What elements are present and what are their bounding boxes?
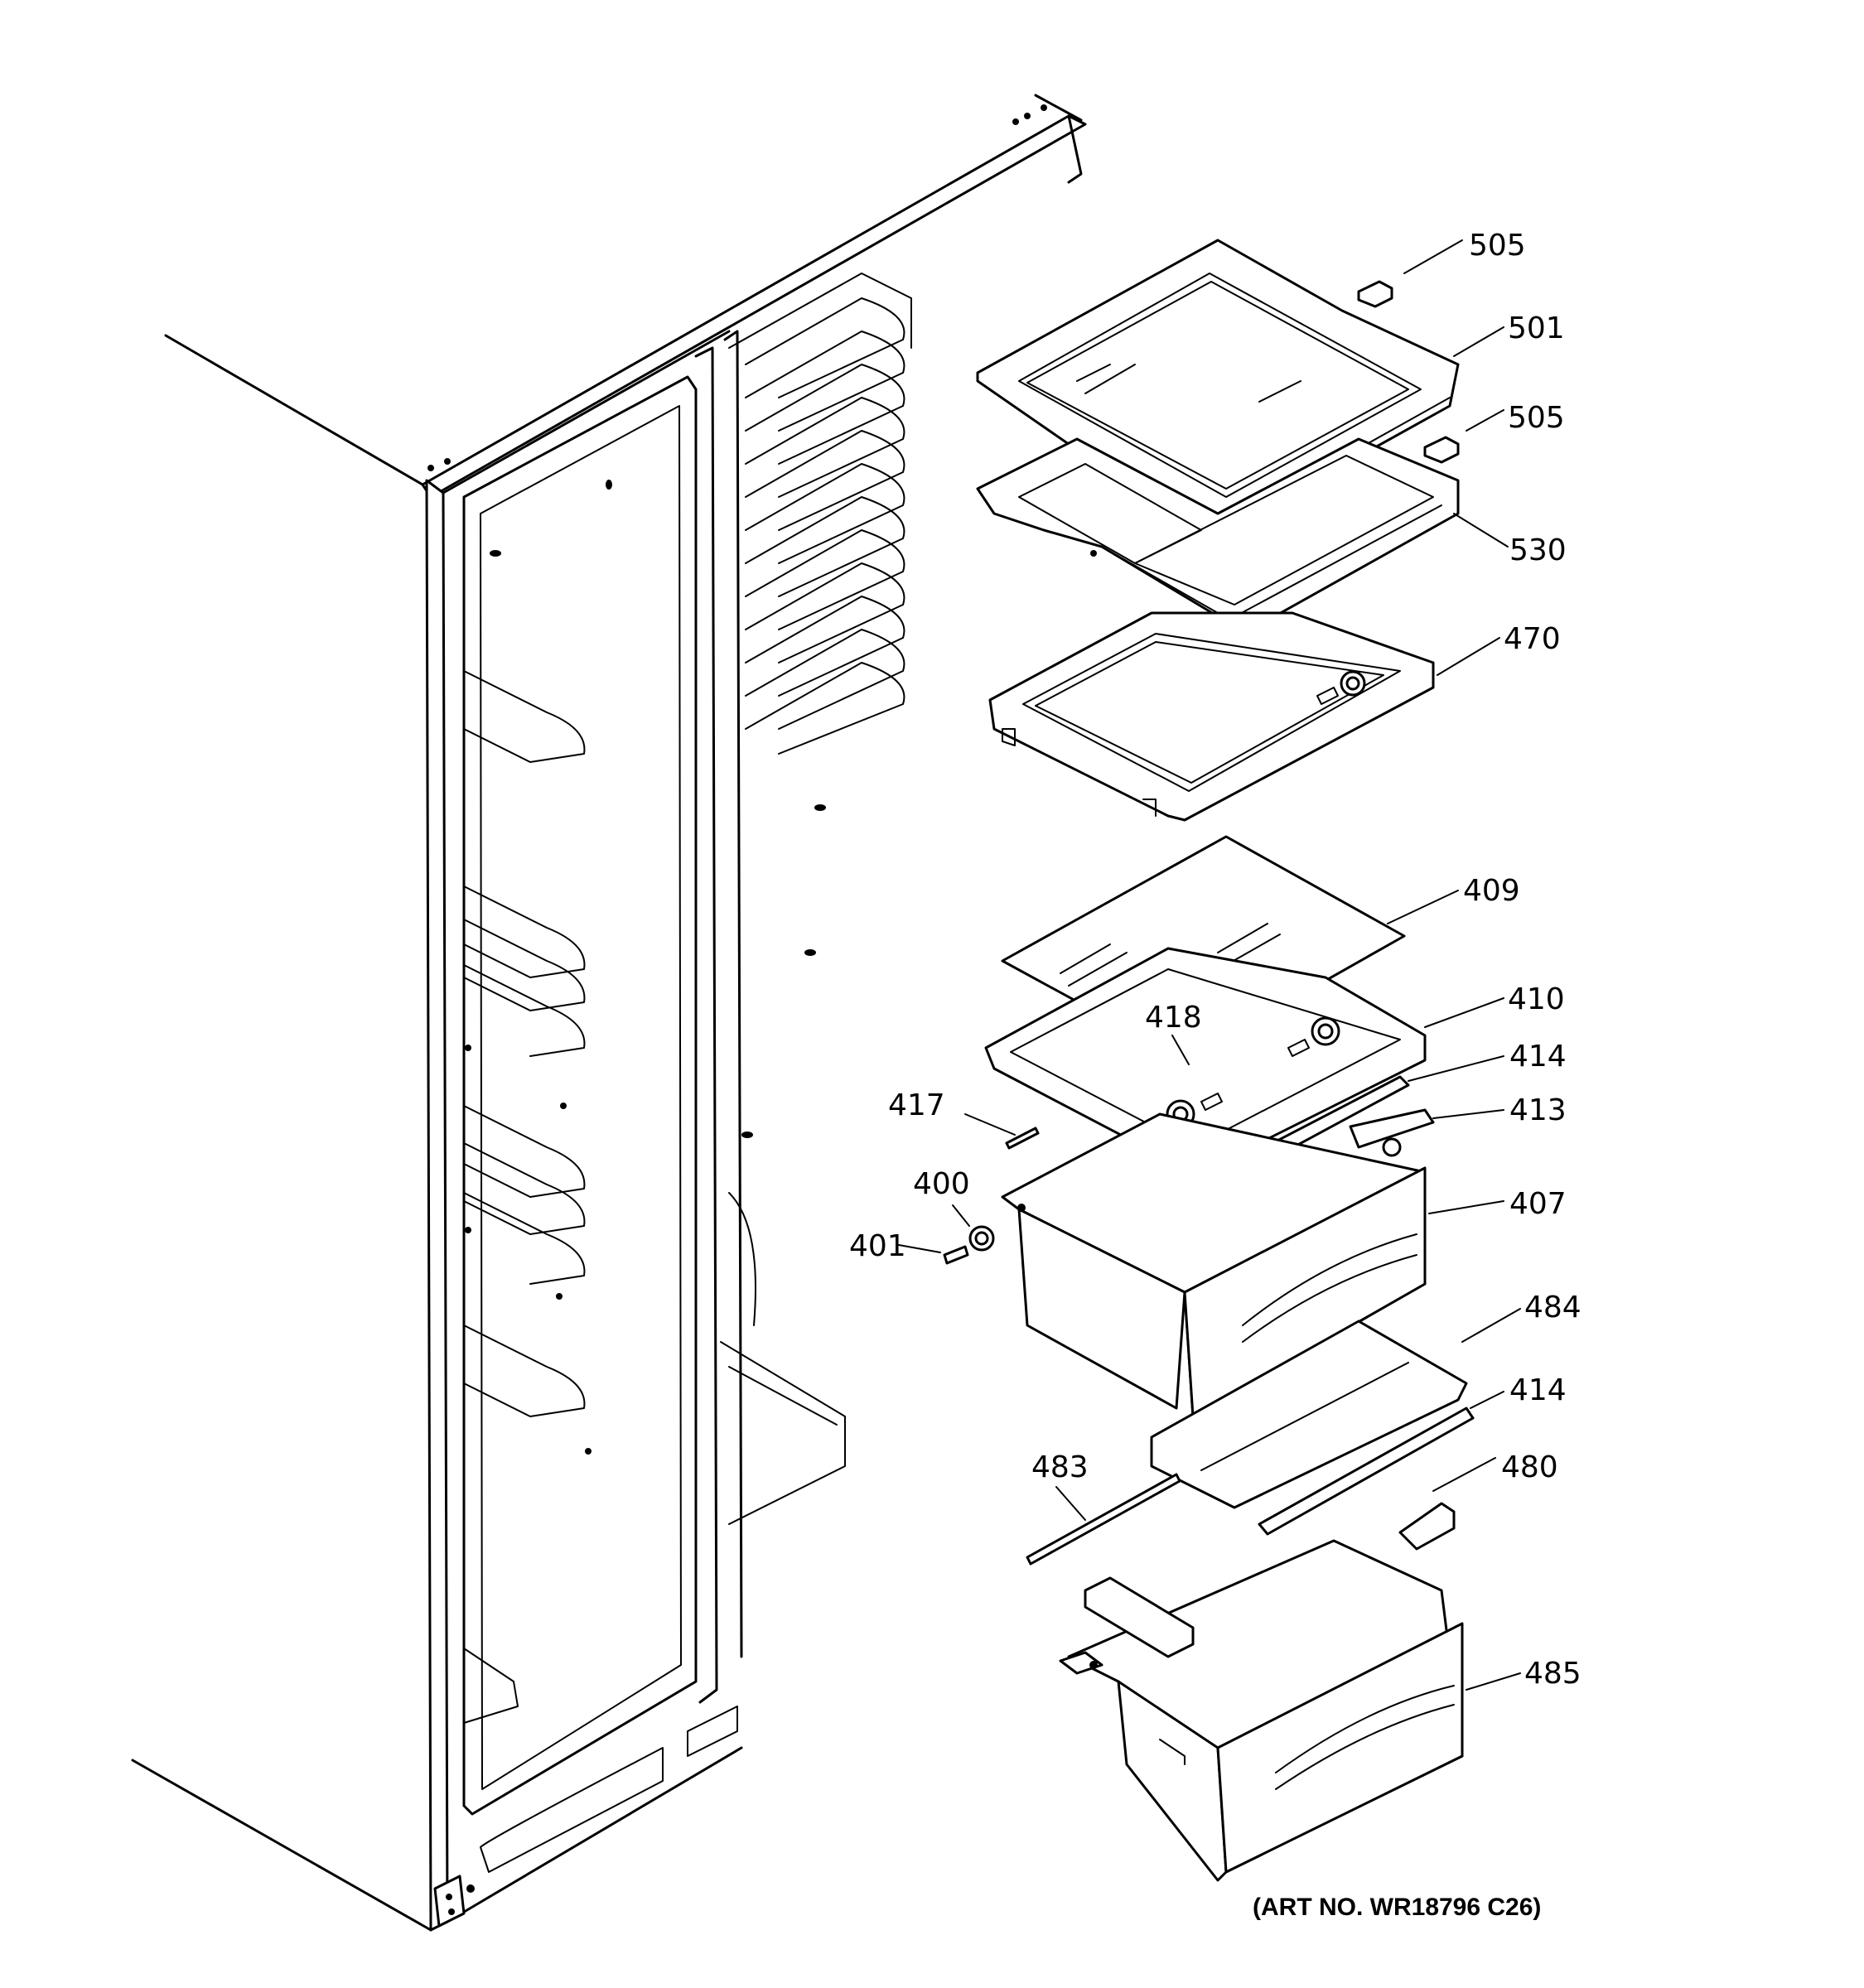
callout-409: 409 — [1463, 874, 1520, 908]
part-414-strip-lower — [1258, 1407, 1475, 1536]
part-505-clip-upper — [1357, 280, 1393, 308]
part-480-slide — [1398, 1502, 1456, 1551]
part-483-rod — [1026, 1473, 1181, 1566]
part-484-cover — [1150, 1320, 1468, 1509]
callout-530: 530 — [1509, 533, 1567, 567]
refrigerator-cabinet — [131, 94, 1087, 1932]
callout-414-upper: 414 — [1509, 1040, 1567, 1074]
part-417-rod — [1005, 1127, 1040, 1150]
callout-418: 418 — [1145, 1001, 1202, 1035]
callout-501: 501 — [1508, 311, 1565, 345]
leader-lines — [898, 239, 1521, 1691]
callout-400: 400 — [913, 1167, 970, 1201]
part-401-screw — [943, 1245, 969, 1265]
part-505-clip-lower — [1423, 436, 1460, 464]
callout-417: 417 — [888, 1088, 945, 1122]
door-shelf-supports — [463, 670, 586, 1417]
hinge — [433, 1875, 475, 1928]
callout-labels: 505 501 505 530 470 409 410 418 414 413 … — [849, 229, 1582, 1691]
callout-413: 413 — [1509, 1093, 1567, 1127]
callout-414-lower: 414 — [1509, 1373, 1567, 1407]
callout-485: 485 — [1524, 1657, 1582, 1691]
freezer-ribs — [745, 297, 905, 755]
part-485-drawer — [1059, 1539, 1464, 1882]
part-530-shelf — [976, 437, 1460, 644]
callout-410: 410 — [1508, 982, 1565, 1016]
callout-401: 401 — [849, 1229, 906, 1263]
callout-505-lower: 505 — [1508, 401, 1565, 435]
callout-407: 407 — [1509, 1187, 1567, 1221]
part-400-cap — [968, 1225, 995, 1252]
part-407-drawer — [1001, 1112, 1427, 1418]
callout-483: 483 — [1031, 1450, 1089, 1484]
part-413-rod — [1349, 1108, 1435, 1157]
callout-484: 484 — [1524, 1291, 1582, 1325]
cabinet-holes — [427, 104, 1047, 1455]
part-470-frame — [988, 611, 1435, 822]
callout-480: 480 — [1501, 1450, 1558, 1484]
callout-470: 470 — [1504, 622, 1561, 656]
callout-505-upper: 505 — [1469, 229, 1526, 263]
art-number: (ART NO. WR18796 C26) — [1253, 1894, 1541, 1921]
